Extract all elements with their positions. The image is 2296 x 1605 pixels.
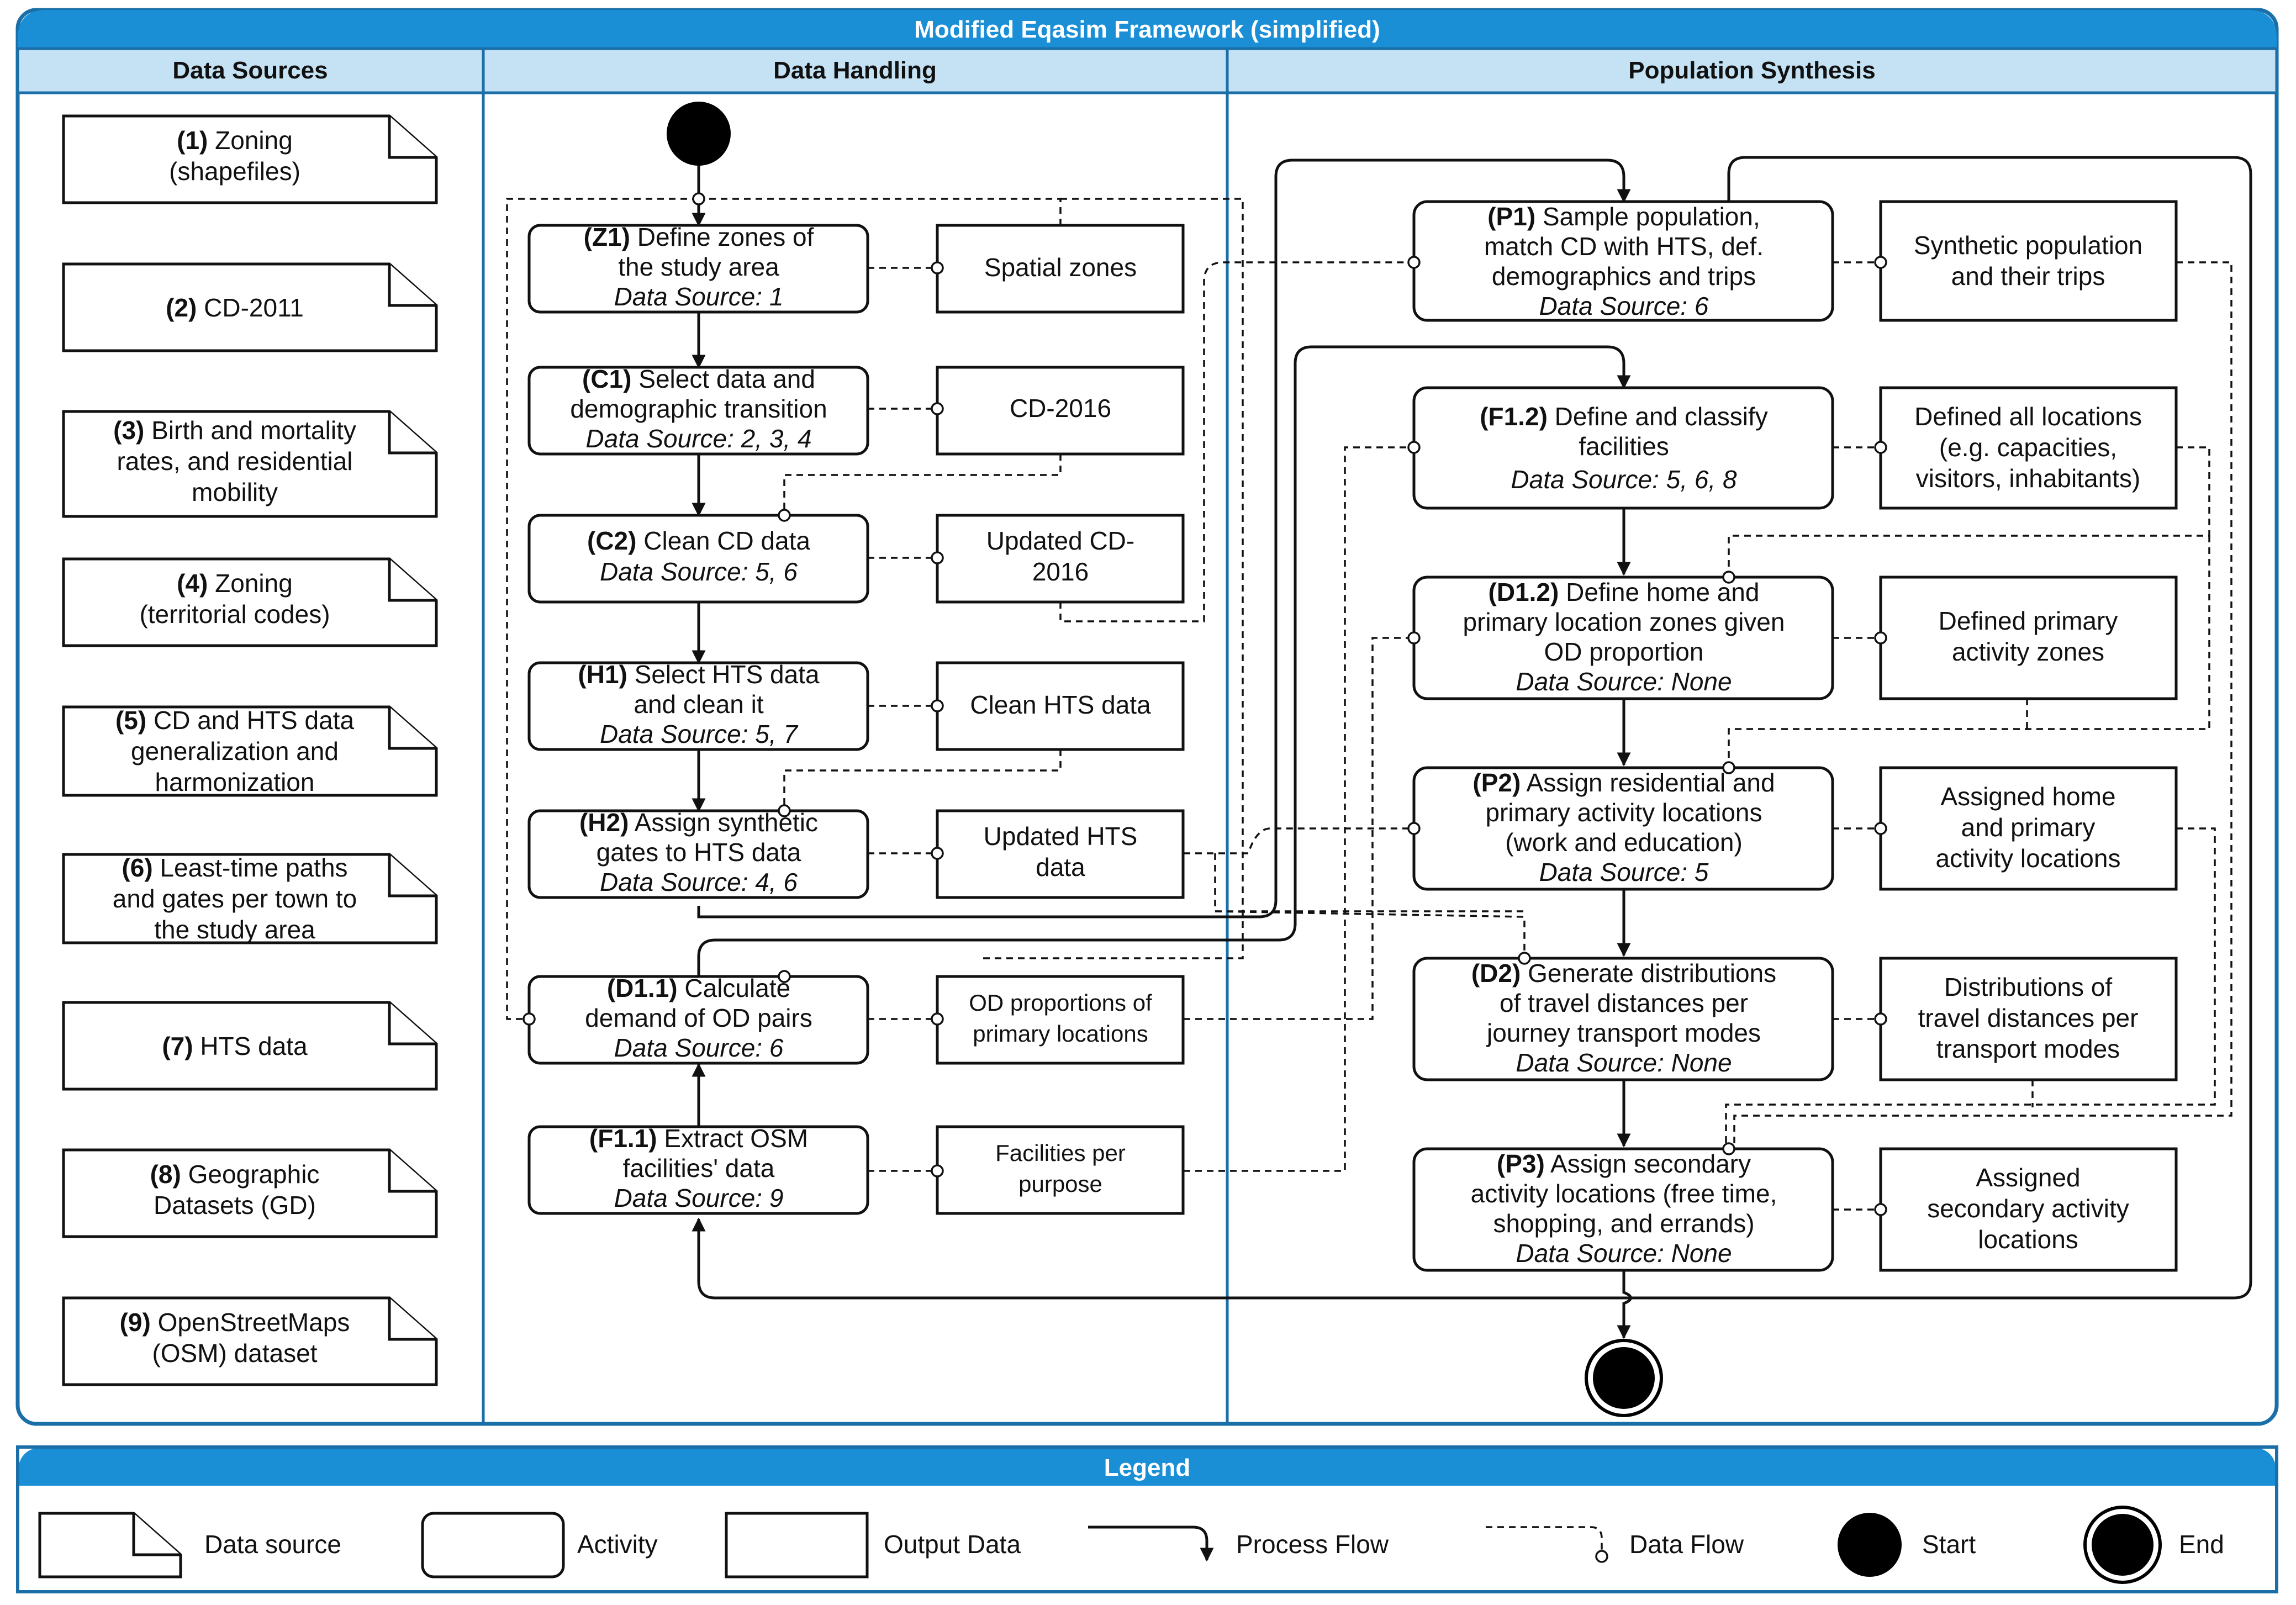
svg-text:(1) Zoning(shapefiles): (1) Zoning(shapefiles) xyxy=(169,126,300,186)
legend-data-flow-icon xyxy=(1486,1526,1603,1551)
legend-activity-icon xyxy=(421,1512,565,1578)
svg-text:(2) CD-2011: (2) CD-2011 xyxy=(166,293,304,322)
legend-start-label: Start xyxy=(1922,1530,1976,1559)
svg-text:(4) Zoning(territorial codes): (4) Zoning(territorial codes) xyxy=(139,569,330,629)
lane-title-handling: Data Handling xyxy=(773,57,937,84)
source-note: (1) Zoning(shapefiles) xyxy=(62,114,438,204)
legend-process-flow-label: Process Flow xyxy=(1236,1530,1389,1559)
source-note: (7) HTS data xyxy=(62,1001,438,1091)
data-flows xyxy=(506,185,2232,1211)
process-flows xyxy=(692,156,2252,1339)
legend-data-source-icon xyxy=(38,1512,182,1578)
lane-title-synthesis: Population Synthesis xyxy=(1628,57,1875,84)
output-defined-locations: Defined all locations(e.g. capacities,vi… xyxy=(1879,386,2178,510)
legend-output-label: Output Data xyxy=(884,1530,1021,1559)
legend-process-flow-icon xyxy=(1088,1525,1214,1562)
data-sources: (1) Zoning(shapefiles) (2) CD-2011 (3) B… xyxy=(62,114,438,1386)
diagram-title: Modified Eqasim Framework (simplified) xyxy=(914,16,1380,43)
legend-data-source-label: Data source xyxy=(204,1530,341,1559)
legend: Legend Data source Activity Output Data … xyxy=(16,1445,2278,1593)
legend-end-label: End xyxy=(2179,1530,2224,1559)
svg-text:CD-2016: CD-2016 xyxy=(1010,394,1111,423)
synthesis-activities: (P1) Sample population,match CD with HTS… xyxy=(1412,200,1834,1272)
svg-text:Defined all locations(e.g. cap: Defined all locations(e.g. capacities,vi… xyxy=(1914,402,2142,493)
output-spatial-zones: Spatial zones xyxy=(936,224,1185,314)
svg-text:(P1) Sample population,match C: (P1) Sample population,match CD with HTS… xyxy=(1484,202,1764,320)
svg-text:(9) OpenStreetMaps(OSM) datase: (9) OpenStreetMaps(OSM) dataset xyxy=(120,1308,350,1368)
output-cd-2016: CD-2016 xyxy=(936,366,1185,456)
flow-ports xyxy=(522,192,1887,1216)
source-note: (4) Zoning(territorial codes) xyxy=(62,557,438,647)
start-node xyxy=(667,102,731,166)
legend-start-icon xyxy=(1838,1513,1902,1577)
source-note: (2) CD-2011 xyxy=(62,262,438,352)
source-note: (9) OpenStreetMaps(OSM) dataset xyxy=(62,1296,438,1386)
output-clean-hts: Clean HTS data xyxy=(936,661,1185,751)
activity-p1: (P1) Sample population,match CD with HTS… xyxy=(1412,200,1834,322)
legend-data-flow-label: Data Flow xyxy=(1629,1530,1744,1559)
lane-title-sources: Data Sources xyxy=(172,57,328,84)
svg-text:Updated CD-2016: Updated CD-2016 xyxy=(986,526,1134,586)
legend-activity-label: Activity xyxy=(577,1530,658,1559)
output-updated-cd-2016: Updated CD-2016 xyxy=(936,514,1185,604)
svg-text:(7) HTS data: (7) HTS data xyxy=(162,1032,308,1060)
legend-output-icon xyxy=(725,1512,869,1578)
svg-text:Spatial zones: Spatial zones xyxy=(984,253,1137,282)
end-node xyxy=(1585,1339,1663,1417)
svg-text:Clean HTS data: Clean HTS data xyxy=(970,690,1151,719)
legend-title: Legend xyxy=(1104,1454,1190,1481)
